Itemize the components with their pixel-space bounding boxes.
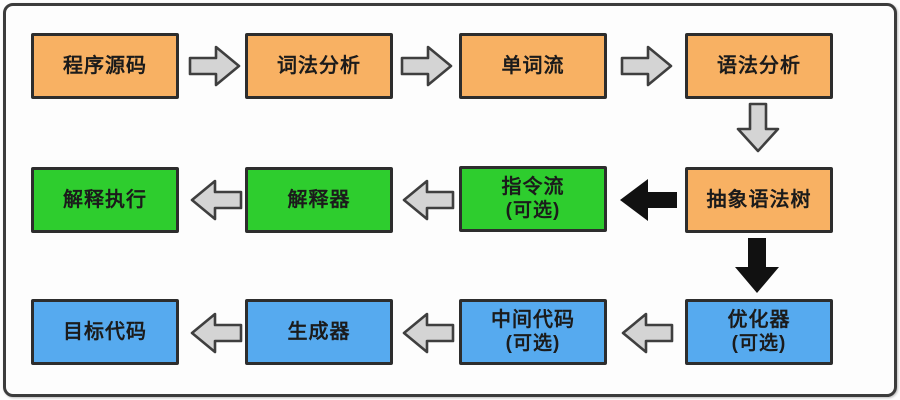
node-label: 程序源码	[63, 55, 147, 77]
node-label: 优化器	[727, 309, 791, 331]
node-generator: 生成器	[245, 299, 393, 365]
arrow-right-icon	[188, 45, 241, 87]
node-sublabel: (可选)	[505, 200, 561, 221]
node-label: 词法分析	[277, 55, 361, 77]
node-interpreter: 解释器	[245, 167, 393, 233]
node-ast: 抽象语法树	[685, 167, 833, 233]
arrow-left-icon	[402, 179, 455, 221]
node-label: 目标代码	[63, 321, 147, 343]
node-optimizer: 优化器 (可选)	[685, 299, 833, 365]
node-interpret-execute: 解释执行	[31, 167, 179, 233]
arrow-left-icon	[190, 179, 243, 221]
arrow-left-icon	[402, 312, 455, 354]
node-label: 抽象语法树	[706, 189, 812, 211]
arrow-right-icon	[620, 45, 673, 87]
arrow-down-icon	[736, 102, 780, 153]
diagram-border	[3, 3, 897, 397]
node-intermediate-code: 中间代码 (可选)	[459, 299, 607, 365]
node-syntax-analysis: 语法分析	[685, 33, 833, 99]
node-label: 单词流	[501, 55, 565, 77]
node-instruction-stream: 指令流 (可选)	[459, 166, 607, 232]
node-label: 生成器	[287, 321, 351, 343]
node-source-code: 程序源码	[31, 33, 179, 99]
node-sublabel: (可选)	[505, 333, 561, 354]
arrow-left-icon	[621, 312, 674, 354]
node-lexical-analysis: 词法分析	[245, 33, 393, 99]
node-label: 语法分析	[717, 55, 801, 77]
node-label: 解释器	[287, 189, 351, 211]
arrow-left-black-icon	[620, 179, 677, 221]
node-target-code: 目标代码	[31, 299, 179, 365]
arrow-right-icon	[400, 45, 453, 87]
arrow-left-icon	[190, 312, 243, 354]
node-label: 解释执行	[63, 189, 147, 211]
node-label: 中间代码	[491, 309, 575, 331]
arrow-down-black-icon	[735, 238, 779, 293]
node-token-stream: 单词流	[459, 33, 607, 99]
node-label: 指令流	[501, 176, 565, 198]
node-sublabel: (可选)	[731, 333, 787, 354]
